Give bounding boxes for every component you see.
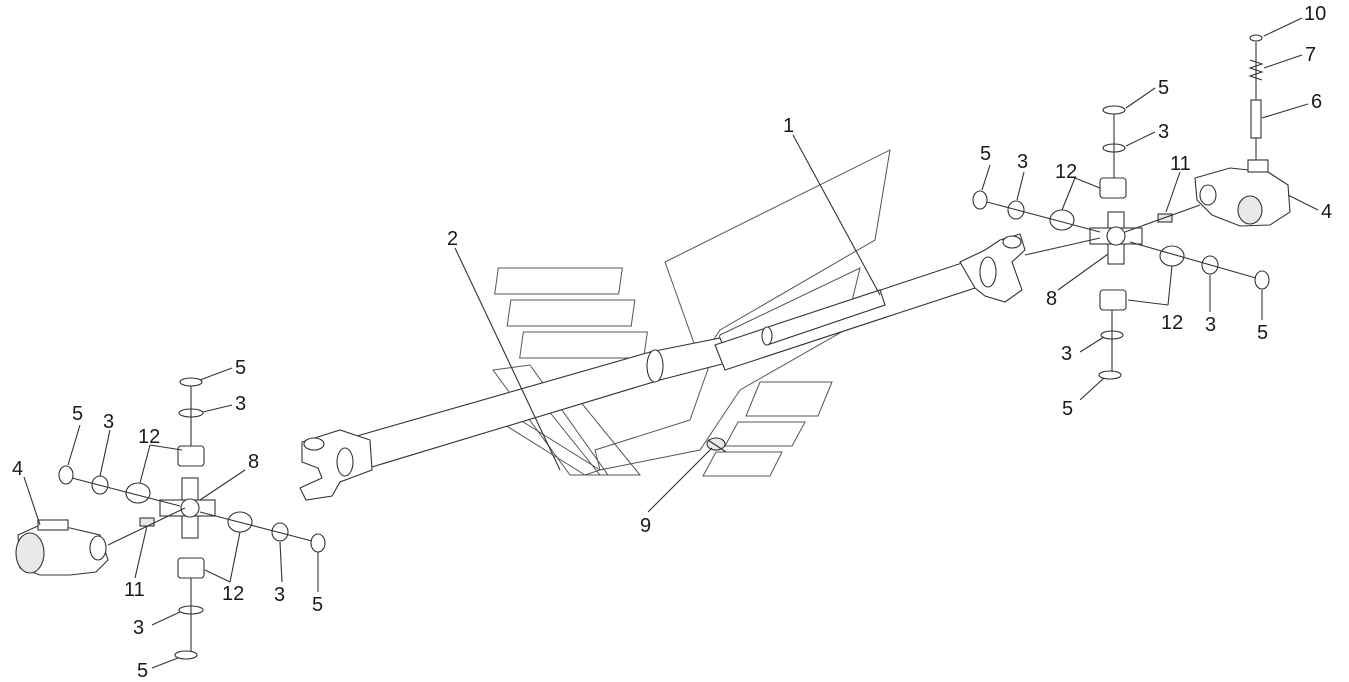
callout-label: 11 <box>124 579 145 601</box>
callout-label: 3 <box>1017 151 1028 173</box>
callout-label: 5 <box>1062 398 1073 420</box>
callout-label: 5 <box>312 594 323 616</box>
callout-label: 10 <box>1304 3 1326 25</box>
callout-label: 5 <box>1257 322 1268 344</box>
callout-labels: 1 2 9 4 5 3 12 8 5 3 11 12 3 5 3 5 10 7 … <box>12 3 1332 682</box>
callout-label: 5 <box>980 143 991 165</box>
callout-label: 5 <box>235 357 246 379</box>
callout-label: 2 <box>447 228 458 250</box>
callout-label: 8 <box>1046 288 1057 310</box>
callout-label: 1 <box>783 115 794 137</box>
left-universal-joint <box>15 377 326 660</box>
callout-label: 8 <box>248 451 259 473</box>
callout-label: 4 <box>1321 201 1332 223</box>
callout-label: 12 <box>1055 161 1077 183</box>
right-universal-joint <box>972 34 1291 380</box>
leader-lines <box>23 17 1319 669</box>
callout-label: 3 <box>1158 121 1169 143</box>
callout-label: 3 <box>133 617 144 639</box>
callout-label: 11 <box>1170 153 1191 175</box>
grease-fitting <box>706 437 727 453</box>
watermark-logo <box>492 149 891 477</box>
callout-label: 6 <box>1311 91 1322 113</box>
callout-label: 3 <box>1205 314 1216 336</box>
callout-label: 7 <box>1305 44 1316 66</box>
callout-label: 3 <box>1061 343 1072 365</box>
callout-label: 5 <box>72 403 83 425</box>
callout-label: 12 <box>138 426 160 448</box>
drive-shaft <box>349 261 976 471</box>
callout-label: 12 <box>222 583 244 605</box>
callout-label: 3 <box>235 393 246 415</box>
left-shaft-yoke <box>299 429 373 501</box>
callout-label: 3 <box>103 411 114 433</box>
callout-label: 12 <box>1161 312 1183 334</box>
callout-label: 9 <box>640 515 651 537</box>
callout-label: 5 <box>1158 77 1169 99</box>
callout-label: 3 <box>274 584 285 606</box>
callout-label: 4 <box>12 458 23 480</box>
right-shaft-yoke <box>959 233 1026 303</box>
callout-label: 5 <box>137 660 148 682</box>
